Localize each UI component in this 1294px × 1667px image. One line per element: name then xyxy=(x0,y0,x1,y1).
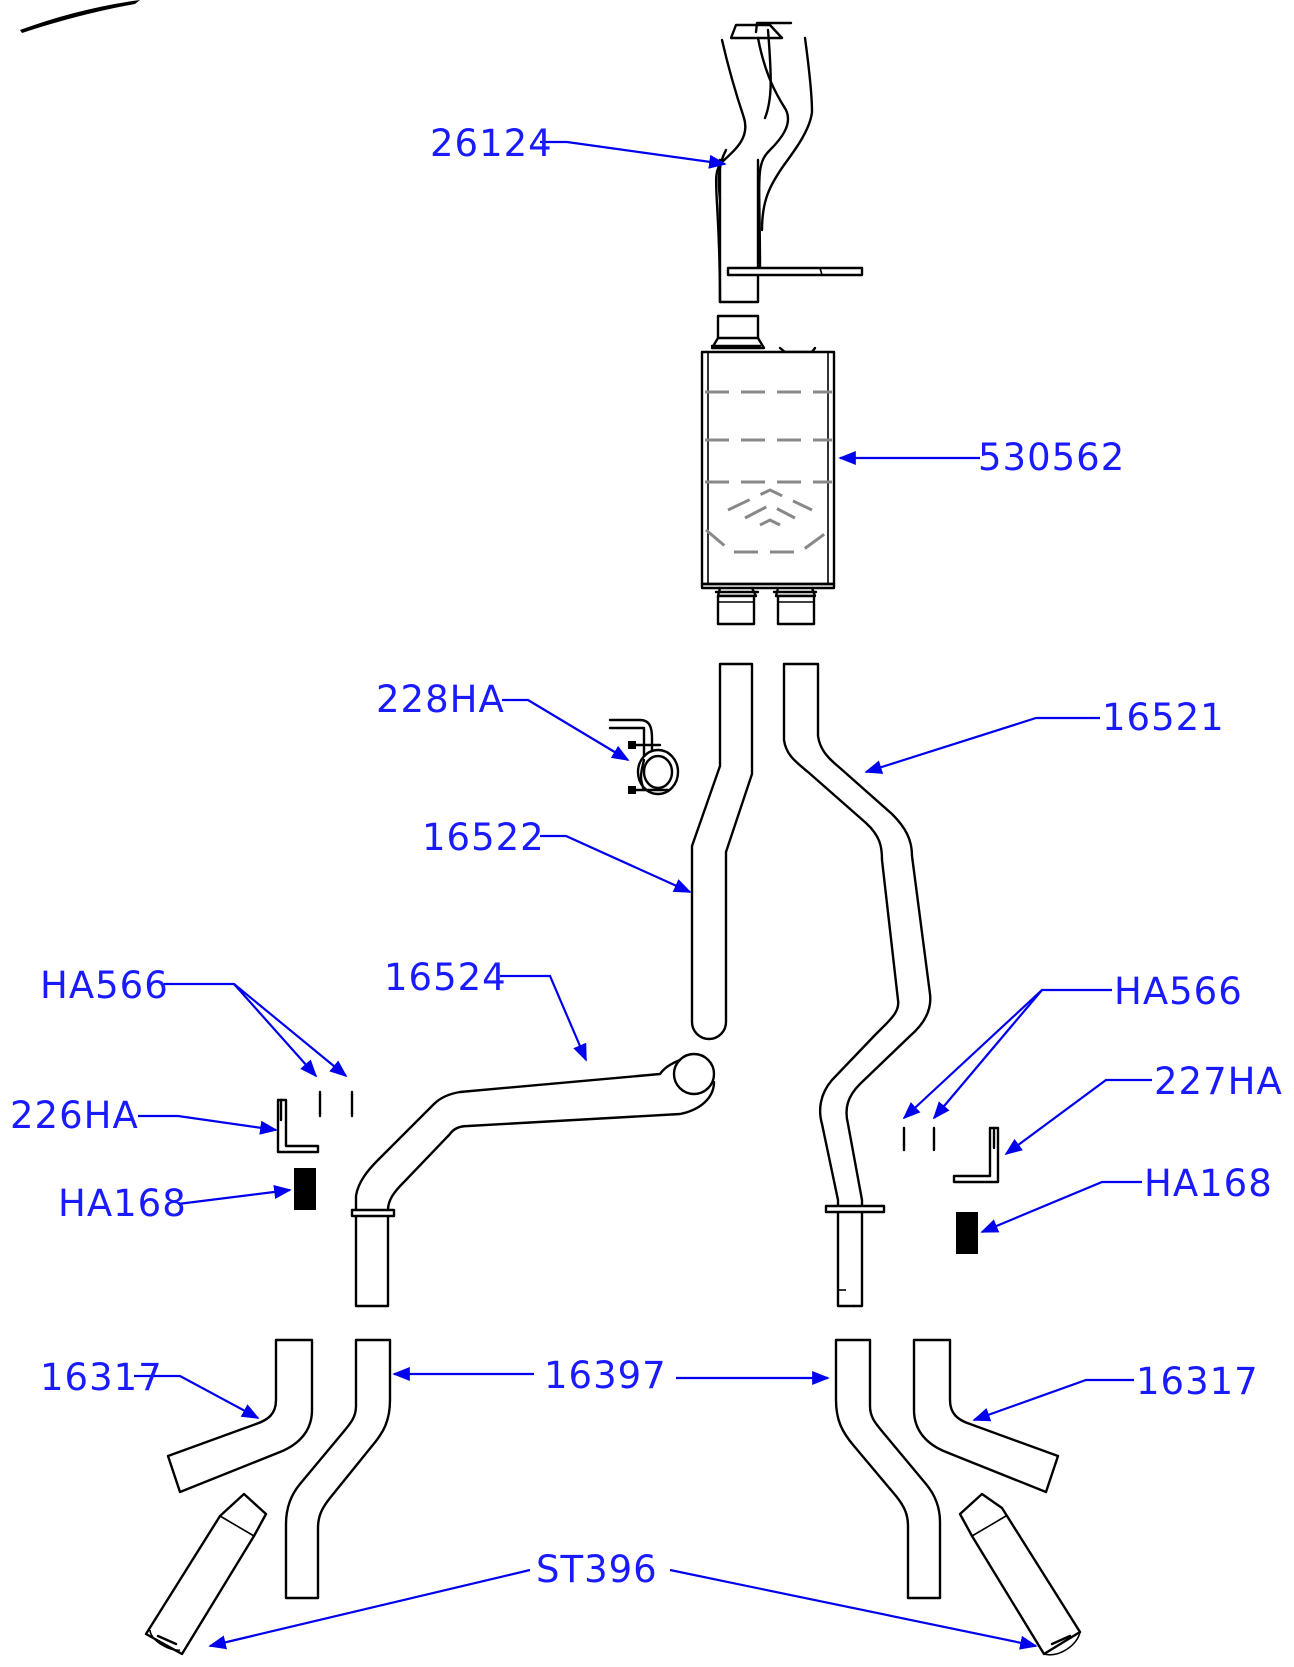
label-right-pipe: 16521 xyxy=(1102,696,1225,739)
label-isolator-left: HA168 xyxy=(58,1182,187,1225)
tailpipe-26124[interactable] xyxy=(714,21,864,304)
label-y-pipe-right: 16317 xyxy=(1136,1360,1259,1403)
muffler-530562[interactable] xyxy=(700,314,836,626)
label-y-pipe-left: 16317 xyxy=(40,1356,163,1399)
extension-pipe-left-16397[interactable] xyxy=(284,1338,392,1600)
hanger-rod-left[interactable] xyxy=(318,1090,354,1118)
label-extension-pipe: 16397 xyxy=(544,1354,667,1397)
label-bracket-left: 226HA xyxy=(10,1094,139,1137)
exhaust-tip-right-ST396[interactable] xyxy=(958,1492,1082,1656)
label-crossover: 16524 xyxy=(384,956,507,999)
bracket-227HA[interactable] xyxy=(952,1126,1000,1184)
label-hanger-rod-right: HA566 xyxy=(1114,970,1243,1013)
label-tailpipe: 26124 xyxy=(430,122,553,165)
hanger-rod-right[interactable] xyxy=(902,1126,936,1152)
y-pipe-left-16317[interactable] xyxy=(166,1338,314,1494)
pipe-16521[interactable] xyxy=(782,662,932,1308)
label-bracket-right: 227HA xyxy=(1154,1060,1283,1103)
leader-lines xyxy=(134,140,1152,1650)
isolator-right-HA168[interactable] xyxy=(956,1212,978,1254)
callout-labels: 26124 530562 228HA 16521 16522 16524 HA5… xyxy=(10,122,1283,1591)
label-muffler: 530562 xyxy=(978,436,1125,479)
bracket-226HA[interactable] xyxy=(276,1098,320,1154)
pipe-16522[interactable] xyxy=(690,662,754,1041)
isolator-left-HA168[interactable] xyxy=(294,1168,316,1210)
crossover-pipe-16524[interactable] xyxy=(350,1052,716,1308)
label-isolator-right: HA168 xyxy=(1144,1162,1273,1205)
exhaust-tip-left-ST396[interactable] xyxy=(144,1492,268,1656)
y-pipe-right-16317[interactable] xyxy=(912,1338,1060,1494)
extension-pipe-right-16397[interactable] xyxy=(834,1338,942,1600)
label-tips: ST396 xyxy=(536,1548,658,1591)
label-clamp: 228HA xyxy=(376,678,505,721)
clamp-228HA[interactable] xyxy=(608,718,680,796)
label-hanger-rod-left: HA566 xyxy=(40,964,169,1007)
corner-stroke-mark xyxy=(20,0,140,33)
label-left-pipe: 16522 xyxy=(422,816,545,859)
